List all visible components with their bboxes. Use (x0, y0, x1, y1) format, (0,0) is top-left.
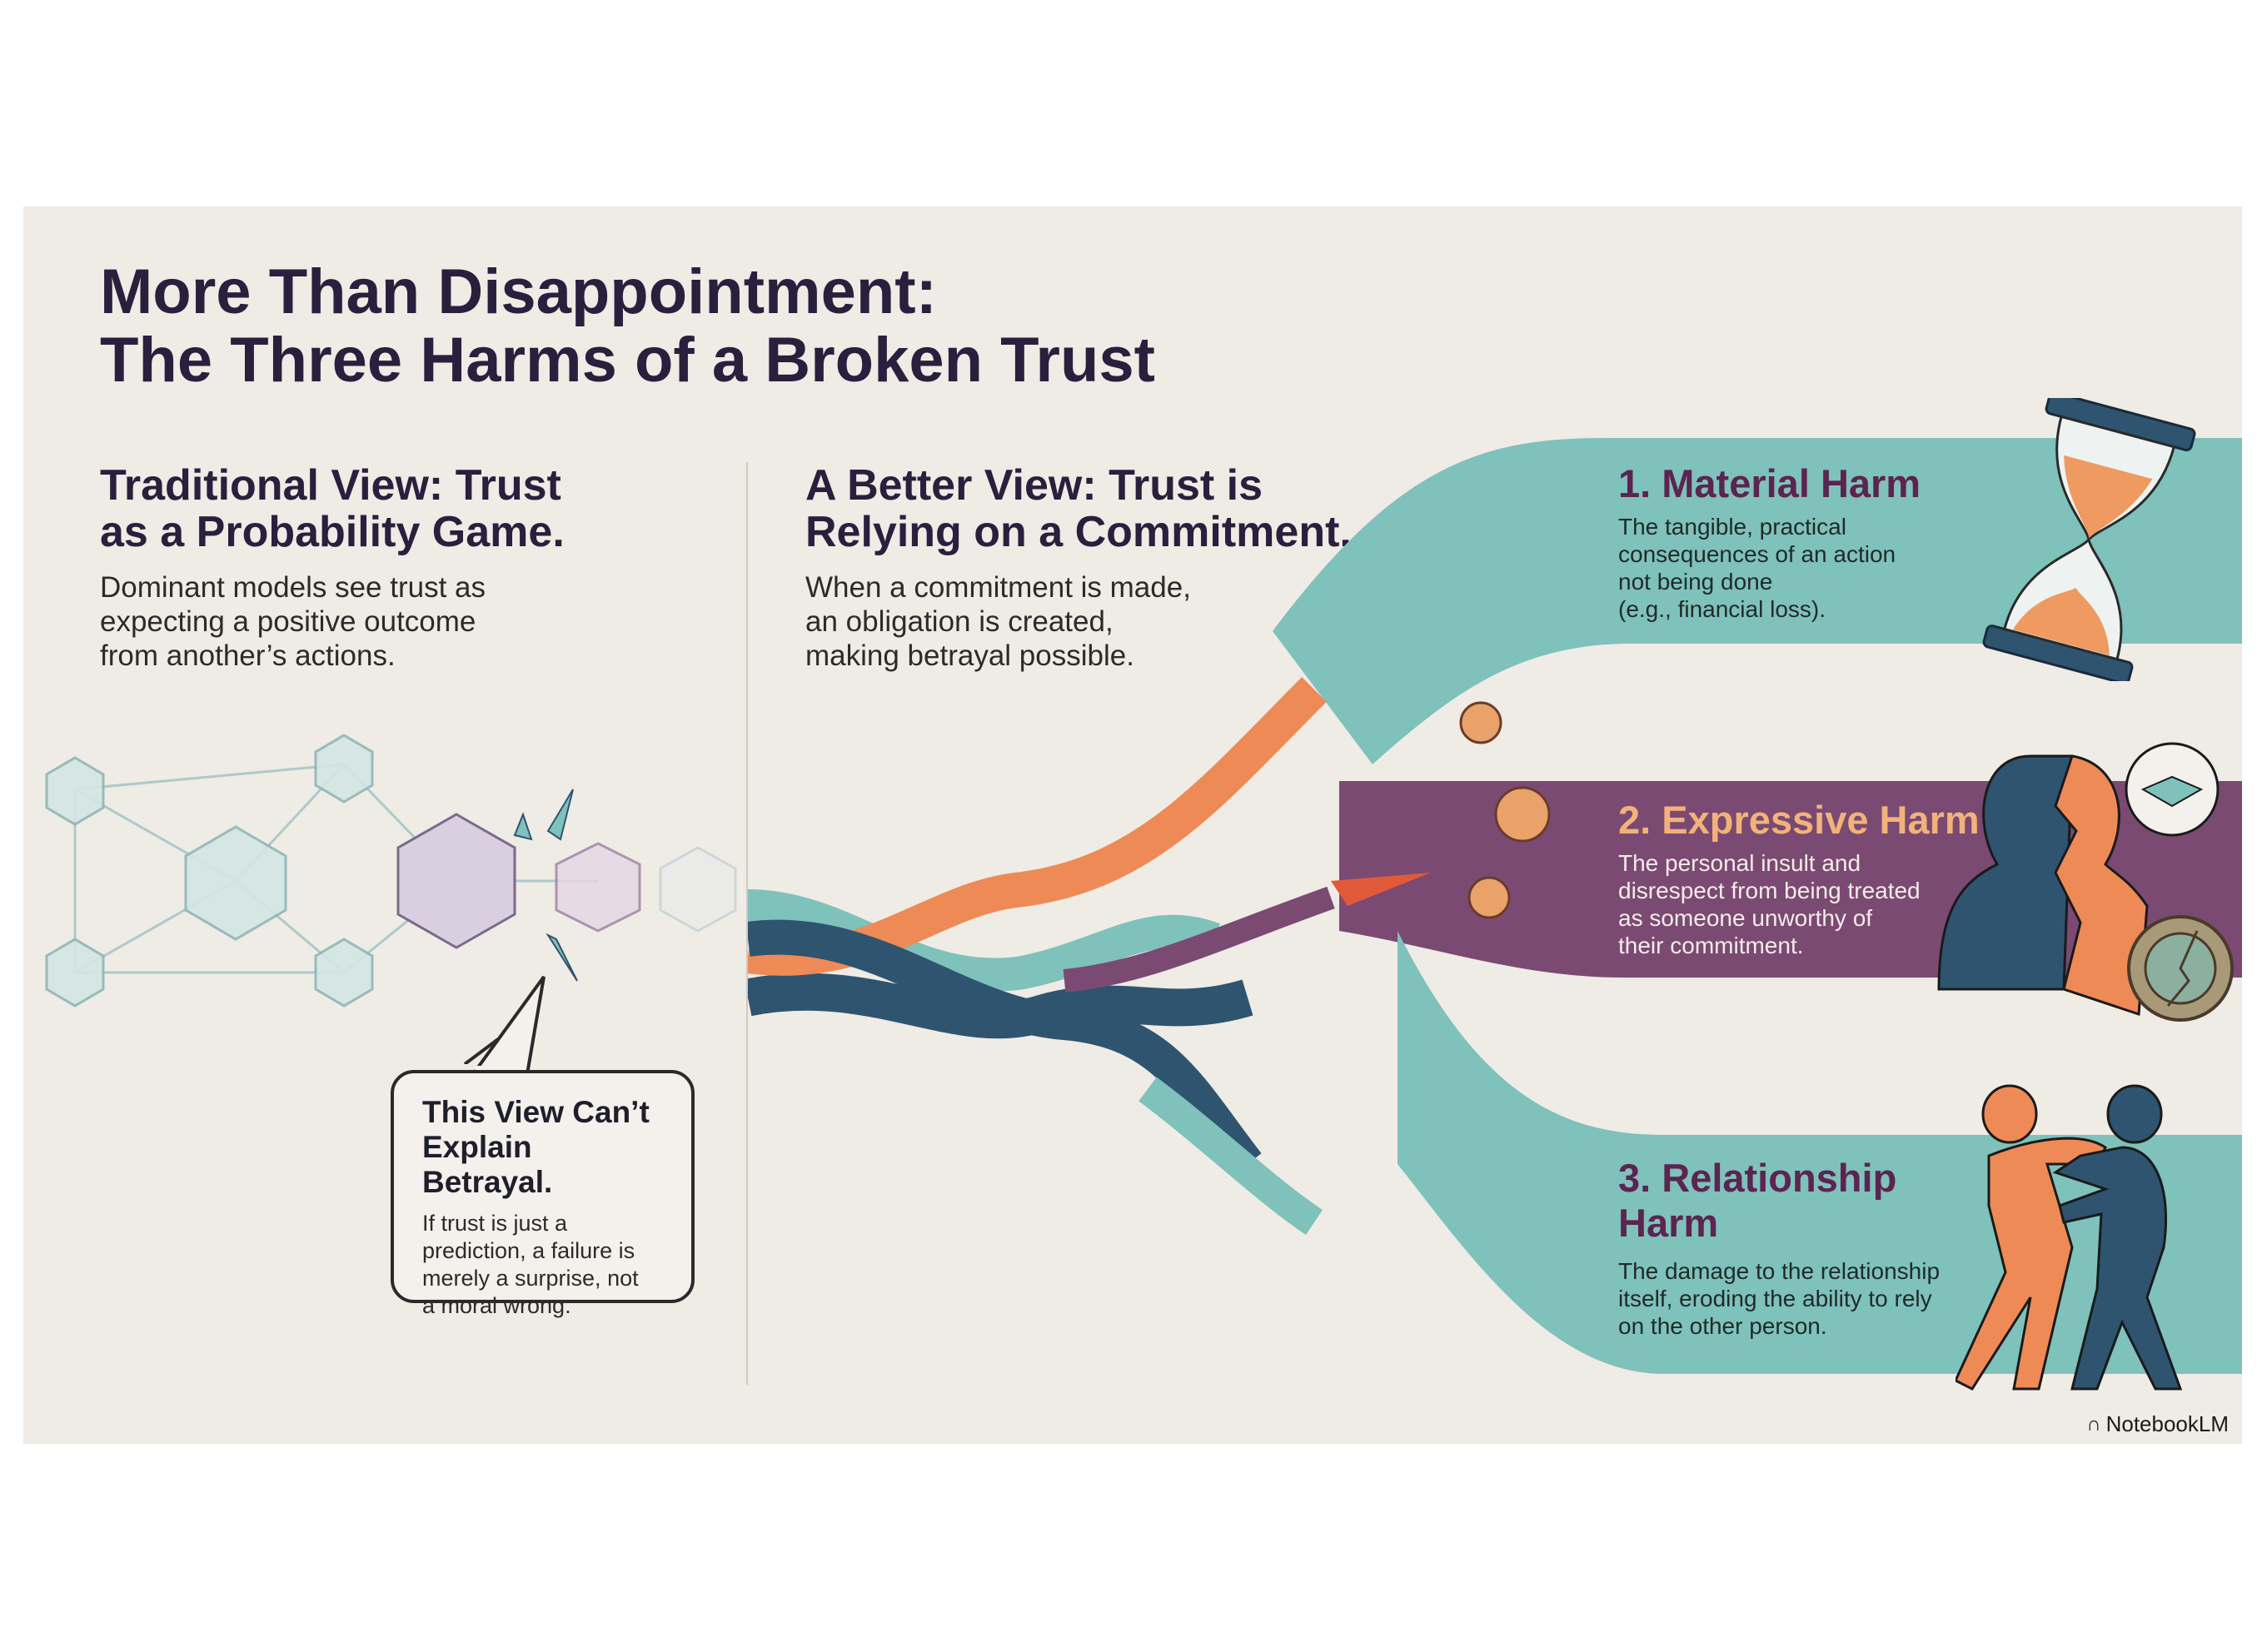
braided-ribbons-illustration (748, 677, 1551, 1235)
shard (546, 933, 578, 982)
body-line: When a commitment is made, (805, 571, 1191, 604)
hexagon-node (555, 842, 641, 933)
broken-person-icon (1937, 742, 2234, 1022)
body-line: merely a surprise, not (422, 1266, 639, 1291)
callout-tail (470, 975, 546, 1077)
page-title: More Than Disappointment: The Three Harm… (100, 258, 1155, 395)
body-line: from another’s actions. (100, 639, 396, 672)
shard (513, 812, 533, 841)
body-line: If trust is just a (422, 1211, 568, 1236)
relationship-harm-title: 3. Relationship Harm (1618, 1156, 1940, 1246)
body-line: prediction, a failure is (422, 1238, 635, 1263)
material-harm-title: 1. Material Harm (1618, 461, 1921, 505)
two-people-icon (1956, 1084, 2183, 1391)
better-view-section: A Better View: Trust is Relying on a Com… (805, 462, 1352, 673)
body-line: making betrayal possible. (805, 639, 1134, 672)
hourglass-icon (1982, 398, 2196, 681)
body-line: not being done (1618, 569, 1773, 595)
hexagon-node (45, 938, 105, 1008)
heading-line: A Better View: Trust is (805, 461, 1263, 510)
section-divider (746, 462, 748, 1385)
hexagon-node (396, 813, 516, 949)
brand-label: NotebookLM (2105, 1411, 2229, 1436)
relationship-harm-section: 3. Relationship Harm The damage to the r… (1618, 1156, 1940, 1340)
red-shard (1331, 873, 1431, 906)
material-harm-section: 1. Material Harm The tangible, practical… (1618, 461, 1921, 623)
navy-ribbon (748, 919, 1262, 1175)
title-line: Harm (1618, 1201, 1719, 1245)
traditional-heading: Traditional View: Trust as a Probability… (100, 462, 565, 555)
title-line-2: The Three Harms of a Broken Trust (100, 325, 1155, 396)
traditional-view-section: Traditional View: Trust as a Probability… (100, 462, 565, 673)
heading-line: Relying on a Commitment. (805, 508, 1352, 556)
expressive-harm-section: 2. Expressive Harm The personal insult a… (1618, 798, 1980, 959)
title-line-1: More Than Disappointment: (100, 256, 937, 327)
heading-line: Traditional View: Trust (100, 461, 561, 510)
expressive-harm-title: 2. Expressive Harm (1618, 798, 1980, 842)
body-line: an obligation is created, (805, 605, 1114, 638)
heading-line: Explain Betrayal. (422, 1130, 553, 1199)
callout-heading: This View Can’t Explain Betrayal. (422, 1095, 663, 1200)
relationship-harm-body: The damage to the relationship itself, e… (1618, 1257, 1940, 1340)
body-line: on the other person. (1618, 1313, 1827, 1339)
body-line: (e.g., financial loss). (1618, 596, 1826, 622)
body-line: consequences of an action (1618, 541, 1896, 567)
body-line: The tangible, practical (1618, 514, 1846, 540)
better-body: When a commitment is made, an obligation… (805, 570, 1352, 673)
notebooklm-brand: ∩ NotebookLM (2086, 1411, 2229, 1437)
material-harm-body: The tangible, practical consequences of … (1618, 513, 1921, 623)
expressive-harm-body: The personal insult and disrespect from … (1618, 849, 1980, 959)
better-heading: A Better View: Trust is Relying on a Com… (805, 462, 1352, 555)
shard (546, 789, 574, 841)
material-band (1273, 438, 2242, 764)
body-line: their commitment. (1618, 933, 1804, 958)
coin-icon (1459, 701, 1551, 919)
traditional-body: Dominant models see trust as expecting a… (100, 570, 565, 673)
body-line: The personal insult and (1618, 850, 1861, 876)
hexagon-node (45, 756, 105, 826)
callout-body: If trust is just a prediction, a failure… (422, 1210, 663, 1320)
hexagon-node (184, 825, 287, 941)
probability-network-illustration (45, 734, 737, 1064)
body-line: Dominant models see trust as (100, 571, 486, 604)
hexagon-node (659, 846, 737, 933)
notebooklm-logo-icon: ∩ (2086, 1412, 2101, 1436)
heading-line: This View Can’t (422, 1095, 650, 1129)
body-line: The damage to the relationship (1618, 1258, 1941, 1284)
body-line: itself, eroding the ability to rely (1618, 1286, 1932, 1311)
hexagon-node (314, 938, 374, 1008)
callout-betrayal: This View Can’t Explain Betrayal. If tru… (391, 1070, 695, 1318)
infographic-slide: More Than Disappointment: The Three Harm… (23, 206, 2242, 1444)
heading-line: as a Probability Game. (100, 508, 565, 556)
body-line: a moral wrong. (422, 1293, 571, 1318)
body-line: as someone unworthy of (1618, 905, 1873, 931)
body-line: disrespect from being treated (1618, 878, 1921, 903)
body-line: expecting a positive outcome (100, 605, 476, 638)
hexagon-node (314, 734, 374, 804)
title-line: 3. Relationship (1618, 1156, 1897, 1200)
